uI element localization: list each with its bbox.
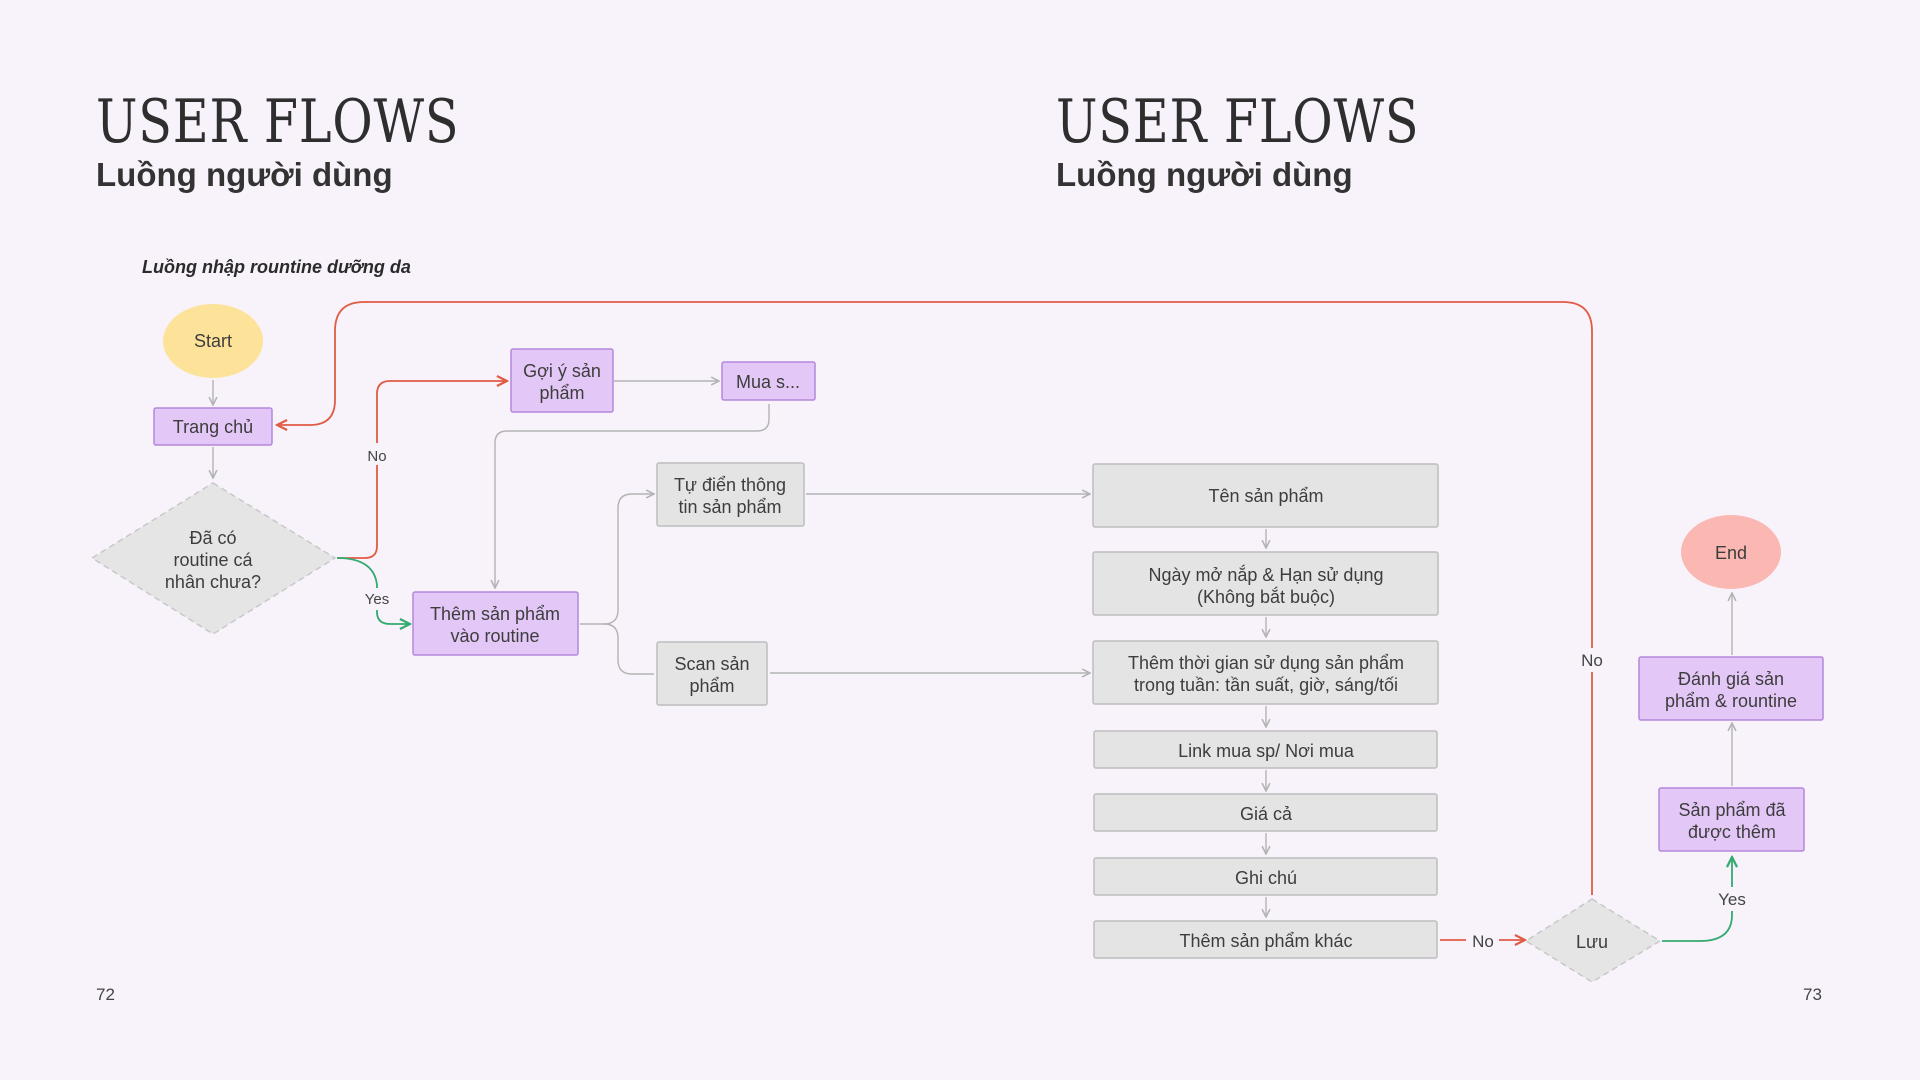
- edge-buy-add: [495, 404, 770, 588]
- edge-add-dictionary: [580, 494, 654, 625]
- svg-text:Gợi ý sản: Gợi ý sản: [523, 361, 601, 381]
- svg-text:phẩm: phẩm: [539, 383, 584, 403]
- node-review: Đánh giá sản phẩm & rountine: [1638, 656, 1824, 721]
- svg-text:Ghi chú: Ghi chú: [1235, 868, 1297, 888]
- svg-text:Scan sản: Scan sản: [674, 654, 749, 674]
- svg-text:Mua s...: Mua s...: [736, 372, 800, 392]
- edge-label-yes-add: Yes: [365, 591, 389, 608]
- node-suggest-product: Gợi ý sản phẩm: [510, 348, 614, 413]
- node-dictionary: Tự điển thông tin sản phẩm: [656, 462, 805, 527]
- edge-label-yes-added: Yes: [1718, 890, 1746, 909]
- page-subtitle-right: Luồng người dùng: [1056, 156, 1353, 193]
- edge-decision-suggest-no: [337, 381, 507, 559]
- svg-text:Tên sản phẩm: Tên sản phẩm: [1208, 486, 1323, 506]
- page-subtitle-left: Luồng người dùng: [96, 156, 393, 193]
- page-title-right: USER FLOWS: [1056, 87, 1420, 157]
- svg-text:phẩm: phẩm: [689, 676, 734, 696]
- svg-text:Tự điển thông: Tự điển thông: [674, 475, 786, 495]
- svg-text:Đánh giá sản: Đánh giá sản: [1678, 669, 1784, 689]
- node-end: End: [1681, 515, 1781, 589]
- node-price: Giá cả: [1093, 793, 1438, 832]
- node-start: Start: [163, 304, 263, 378]
- svg-text:nhân chưa?: nhân chưa?: [165, 572, 261, 592]
- svg-text:Thêm sản phẩm khác: Thêm sản phẩm khác: [1179, 931, 1352, 951]
- edge-label-no-suggest: No: [367, 448, 386, 465]
- svg-text:Trang chủ: Trang chủ: [173, 417, 253, 437]
- svg-text:(Không bắt buộc): (Không bắt buộc): [1197, 586, 1335, 607]
- node-product-name: Tên sản phẩm: [1092, 463, 1439, 528]
- svg-text:Ngày mở nắp & Hạn sử dụng: Ngày mở nắp & Hạn sử dụng: [1149, 564, 1384, 585]
- svg-text:vào routine: vào routine: [450, 626, 539, 646]
- page-number-right: 73: [1803, 985, 1822, 1004]
- node-dates: Ngày mở nắp & Hạn sử dụng (Không bắt buộ…: [1092, 551, 1439, 616]
- node-buy-link: Link mua sp/ Nơi mua: [1093, 730, 1438, 769]
- svg-text:được thêm: được thêm: [1688, 822, 1776, 842]
- svg-text:trong tuần: tần suất, giờ, sán: trong tuần: tần suất, giờ, sáng/tối: [1134, 675, 1398, 695]
- node-add-other: Thêm sản phẩm khác: [1093, 920, 1438, 959]
- edge-add-scan: [603, 623, 654, 675]
- svg-text:Giá cả: Giá cả: [1240, 804, 1293, 824]
- edge-save-home-loop: [277, 301, 1593, 895]
- node-buy: Mua s...: [721, 361, 816, 401]
- flow-label: Luồng nhập rountine dưỡng da: [142, 257, 411, 277]
- svg-text:Thêm thời gian sử dụng sản phẩ: Thêm thời gian sử dụng sản phẩm: [1128, 653, 1404, 673]
- node-usage-time: Thêm thời gian sử dụng sản phẩm trong tu…: [1092, 640, 1439, 705]
- svg-text:Sản phẩm đã: Sản phẩm đã: [1678, 800, 1786, 820]
- node-note: Ghi chú: [1093, 857, 1438, 896]
- node-product-added: Sản phẩm đã được thêm: [1658, 787, 1805, 852]
- node-has-routine-decision: Đã có routine cá nhân chưa?: [90, 482, 337, 635]
- svg-text:Start: Start: [194, 331, 232, 351]
- svg-text:End: End: [1715, 543, 1747, 563]
- edge-save-added-yes: [1662, 857, 1732, 942]
- node-add-product: Thêm sản phẩm vào routine: [412, 591, 579, 656]
- svg-text:Thêm sản phẩm: Thêm sản phẩm: [430, 604, 560, 624]
- svg-text:Link mua sp/ Nơi mua: Link mua sp/ Nơi mua: [1178, 741, 1355, 761]
- edge-label-no-save: No: [1472, 932, 1494, 951]
- edge-label-no-loop: No: [1581, 651, 1603, 670]
- node-save-decision: Lưu: [1524, 898, 1662, 983]
- svg-text:Lưu: Lưu: [1576, 932, 1608, 952]
- edge-decision-add-yes: [336, 557, 410, 624]
- svg-text:tin sản phẩm: tin sản phẩm: [678, 497, 781, 517]
- connectors: [213, 301, 1732, 942]
- page-title-left: USER FLOWS: [96, 87, 460, 157]
- page-number-left: 72: [96, 985, 115, 1004]
- svg-text:Đã có: Đã có: [189, 528, 236, 548]
- svg-text:routine cá: routine cá: [173, 550, 253, 570]
- node-home: Trang chủ: [153, 407, 273, 446]
- svg-text:phẩm & rountine: phẩm & rountine: [1665, 691, 1797, 711]
- node-scan: Scan sản phẩm: [656, 641, 768, 706]
